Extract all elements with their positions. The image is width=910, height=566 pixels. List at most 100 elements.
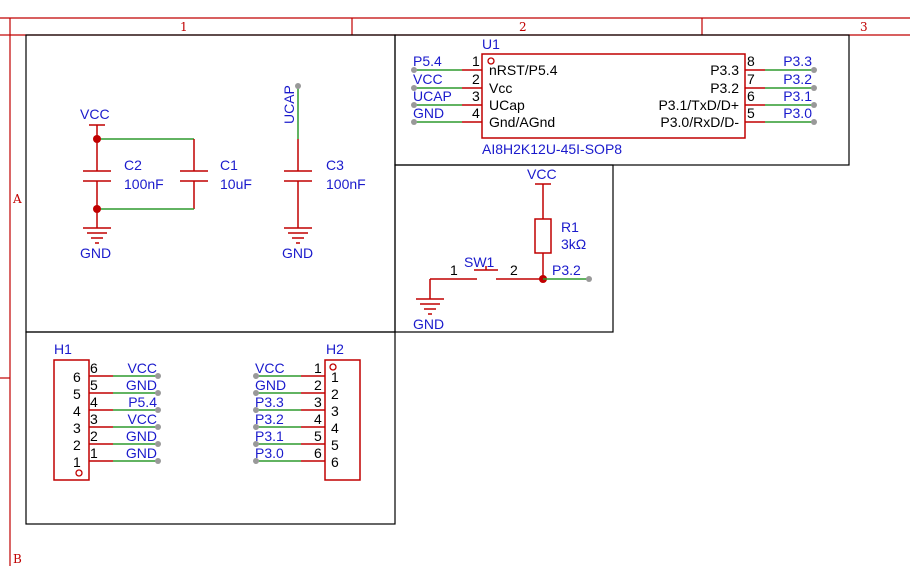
net-label: P3.2 — [783, 71, 812, 87]
net-label: VCC — [127, 411, 157, 427]
u1-part: AI8H2K12U-45I-SOP8 — [482, 141, 622, 157]
pin-name: Vcc — [489, 80, 512, 96]
ground-symbol — [284, 227, 312, 244]
pin-number: 1 — [450, 262, 458, 278]
pin-number: 3 — [314, 394, 322, 410]
frame-column-label: 3 — [860, 20, 868, 34]
c3-ref: C3 — [326, 157, 344, 173]
pin-name: P3.1/TxD/D+ — [658, 97, 739, 113]
pin-number: 3 — [90, 411, 98, 427]
pin-number: 2 — [73, 437, 81, 453]
u1-component[interactable]: U1 AI8H2K12U-45I-SOP8 P5.4 VCC UCAP GND … — [411, 36, 817, 157]
net-label: GND — [126, 445, 157, 461]
pin-number: 8 — [747, 53, 755, 69]
net-label: VCC — [413, 71, 443, 87]
pin-number: 2 — [510, 262, 518, 278]
pin1-marker — [329, 363, 337, 371]
net-label: GND — [126, 377, 157, 393]
net-label: GND — [255, 377, 286, 393]
pin-number: 4 — [73, 403, 81, 419]
r1-ref: R1 — [561, 219, 579, 235]
pin-number: 1 — [73, 454, 81, 470]
u1-body — [481, 53, 746, 139]
reset-circuit: VCC R1 3kΩ P3.2 SW1 1 2 GND — [413, 166, 592, 332]
header-section — [25, 331, 396, 525]
pin-name: P3.0/RxD/D- — [660, 114, 739, 130]
net-label: P3.0 — [783, 105, 812, 121]
net-label: P5.4 — [413, 53, 442, 69]
net-label: P5.4 — [128, 394, 157, 410]
pin-number: 7 — [747, 71, 755, 87]
h1-header[interactable]: H1 6 5 4 3 2 1 6 5 4 3 2 1 VCC — [53, 341, 161, 481]
net-label: VCC — [255, 360, 285, 376]
pin-number: 5 — [747, 105, 755, 121]
net-label: P3.3 — [783, 53, 812, 69]
pin1-marker — [487, 57, 495, 65]
pin-name: Gnd/AGnd — [489, 114, 555, 130]
net-label: GND — [413, 105, 444, 121]
c2-capacitor[interactable]: C2 100nF — [83, 157, 164, 192]
ucap-port-label: UCAP — [281, 85, 297, 124]
frame-row-label: A — [12, 192, 22, 206]
reset-section — [394, 164, 614, 333]
u1-left-pins: P5.4 VCC UCAP GND 1 2 3 4 nRST/P5.4 Vcc … — [411, 53, 558, 130]
pin-number: 5 — [314, 428, 322, 444]
c3-capacitor[interactable]: C3 100nF — [284, 157, 366, 192]
net-label: P3.3 — [255, 394, 284, 410]
u1-ref: U1 — [482, 36, 500, 52]
vcc-port-label: VCC — [80, 106, 110, 122]
pin-number: 3 — [331, 403, 339, 419]
net-label: GND — [126, 428, 157, 444]
pin-number: 3 — [73, 420, 81, 436]
pin-number: 4 — [472, 105, 480, 121]
net-label: VCC — [127, 360, 157, 376]
ground-symbol — [416, 298, 444, 315]
c2-ref: C2 — [124, 157, 142, 173]
pin-number: 1 — [472, 53, 480, 69]
vcc-port-label: VCC — [527, 166, 557, 182]
pin-number: 6 — [73, 369, 81, 385]
pin-number: 4 — [314, 411, 322, 427]
pin-number: 4 — [90, 394, 98, 410]
r1-resistor[interactable]: R1 3kΩ — [534, 218, 586, 254]
mcu-section — [394, 34, 850, 166]
gnd-port-label: GND — [413, 316, 444, 332]
frame-row-label: B — [13, 552, 22, 566]
pin-number: 6 — [331, 454, 339, 470]
h2-ref: H2 — [326, 341, 344, 357]
pin-number: 2 — [331, 386, 339, 402]
pin-number: 2 — [472, 71, 480, 87]
frame-column-label: 1 — [180, 20, 188, 34]
pin-name: P3.2 — [710, 80, 739, 96]
net-label: P3.2 — [552, 262, 581, 278]
pin-number: 5 — [73, 386, 81, 402]
c3-value: 100nF — [326, 176, 366, 192]
pin-number: 2 — [90, 428, 98, 444]
frame-column-label: 2 — [519, 20, 527, 34]
sw1-switch[interactable]: SW1 1 2 — [450, 254, 543, 280]
c1-capacitor[interactable]: C1 10uF — [180, 157, 252, 192]
net-label: UCAP — [413, 88, 452, 104]
pin-number: 5 — [90, 377, 98, 393]
net-label: P3.0 — [255, 445, 284, 461]
gnd-port-label: GND — [282, 245, 313, 261]
net-label: P3.1 — [783, 88, 812, 104]
pin1-marker — [75, 469, 83, 477]
h2-header[interactable]: H2 1 2 3 4 5 6 1 2 3 4 5 6 VCC GND P3 — [253, 341, 361, 481]
ground-symbol — [83, 227, 111, 244]
pin-number: 1 — [90, 445, 98, 461]
pin-name: P3.3 — [710, 62, 739, 78]
pin-number: 5 — [331, 437, 339, 453]
pin-number: 1 — [331, 369, 339, 385]
pin-name: UCap — [489, 97, 525, 113]
pin-number: 6 — [90, 360, 98, 376]
pin-name: nRST/P5.4 — [489, 62, 558, 78]
pin-number: 4 — [331, 420, 339, 436]
c2-value: 100nF — [124, 176, 164, 192]
pin-number: 6 — [747, 88, 755, 104]
r1-value: 3kΩ — [561, 236, 586, 252]
capacitor-network: VCC C2 100nF C1 10uF — [80, 83, 366, 261]
net-label: P3.2 — [255, 411, 284, 427]
